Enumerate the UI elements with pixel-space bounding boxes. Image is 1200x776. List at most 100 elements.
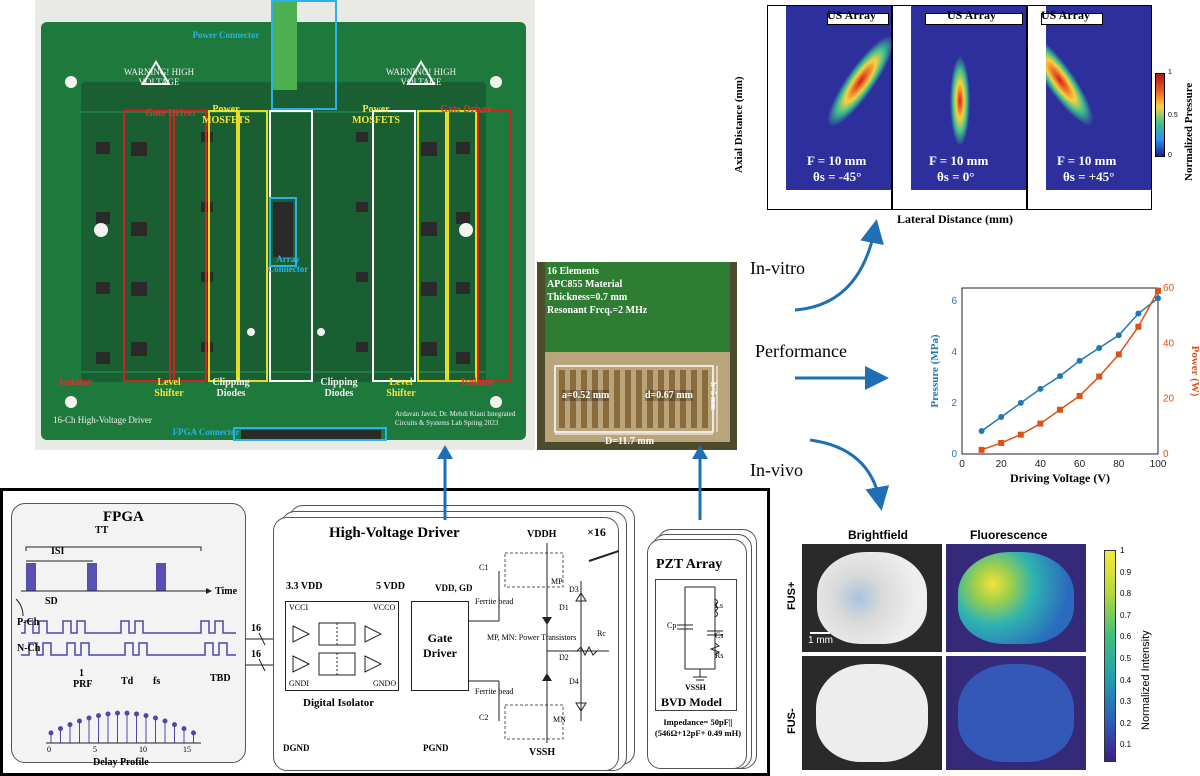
dp-tick-15: 15 [183, 745, 191, 754]
beam-panel-left [720, 0, 939, 226]
power-mosfets-label-right: Power MOSFETS [352, 104, 400, 126]
chart-point-left [998, 413, 1005, 420]
chart-y-left-tick: 2 [951, 398, 957, 409]
chart-y-right-tick: 40 [1163, 338, 1175, 349]
beam-colorbar-label: Normalized Pressure [1183, 82, 1195, 181]
vddh-label: VDDH [527, 529, 557, 540]
chart-x-tick: 100 [1150, 459, 1167, 470]
delay-stem-marker [115, 710, 120, 716]
us-array-bar-center [925, 13, 1023, 25]
rs-label: Rs [715, 651, 724, 660]
chart-point-left [1057, 373, 1063, 380]
delay-stem-marker [96, 713, 101, 719]
steer-label-left: θs = -45° [813, 169, 862, 184]
warning-label-left: WARNING! HIGH VOLTAGE [123, 67, 195, 87]
scale-bar [810, 632, 830, 634]
d3-label: D3 [569, 585, 579, 594]
power-connector-terminal [273, 2, 297, 90]
bus-16-a: 16 [251, 623, 261, 634]
chart-point-right [1037, 420, 1044, 427]
chart-point-left [1135, 310, 1142, 317]
dim-a-label: a=0.52 mm [562, 390, 610, 401]
ferrite-bead-2-label: Ferrite bead [475, 687, 514, 696]
credit-label: Ardavan Javid, Dr. Mehdi Kiani Integrate… [395, 410, 516, 427]
dim-h-label: h=5 mm [709, 382, 718, 411]
ferrite-bead-1-label: Ferrite bead [475, 597, 514, 606]
arrow-invivo [809, 438, 890, 511]
transducer-flex-pcb [545, 262, 730, 352]
delay-stem-marker [181, 726, 187, 732]
chart-point-left [978, 428, 985, 435]
d1-label: D1 [559, 603, 569, 612]
mn-label: MN [553, 715, 566, 724]
chart-series-line-right [981, 290, 1159, 451]
pzt-title: PZT Array [656, 557, 723, 572]
gate-driver-label: Gate Driver [423, 631, 457, 660]
dp-tick-5: 5 [93, 745, 97, 754]
td-label: Td [121, 676, 134, 687]
tbd-label: TBD [210, 673, 231, 684]
chart-point-right [1076, 392, 1083, 399]
delay-stem-marker [162, 718, 168, 724]
warning-icon-left [141, 60, 171, 85]
brightfield-fus-minus [802, 656, 942, 770]
chart-ylabel-left: Pressure (MPa) [929, 334, 941, 408]
chart-point-left [1115, 332, 1122, 339]
chart-x-tick: 40 [1035, 459, 1047, 470]
fus-minus-label: FUS- [786, 708, 798, 734]
delay-stem-marker [143, 713, 149, 719]
chart-point-right [1115, 351, 1122, 358]
chart-xlabel: Driving Voltage (V) [1010, 471, 1110, 485]
d4-label: D4 [569, 677, 579, 686]
c1-label: C1 [479, 563, 489, 572]
power-stage [469, 543, 619, 743]
mp-label: MP [551, 577, 563, 586]
chart-point-left [1155, 295, 1161, 302]
gate-driver-label-right: Gate Driver [440, 104, 492, 115]
digital-isolator-box [285, 601, 399, 691]
chart-series-line-left [981, 297, 1159, 432]
warning-icon-right [406, 60, 436, 85]
fluorescence-fus-plus [946, 544, 1086, 652]
digital-isolator-label: Digital Isolator [303, 697, 375, 709]
isolator-symbols [292, 622, 383, 676]
level-shifter-label-right: Level Shifter [386, 377, 416, 399]
transducer-photo: 16 Elements APC855 Material Thickness=0.… [537, 262, 737, 450]
chart-x-tick: 80 [1113, 459, 1125, 470]
pcb-board: Power Connector WARNING! HIGH VOLTAGE WA… [41, 0, 526, 441]
gndi-label: GNDI [289, 679, 309, 688]
chart-y-right-tick: 60 [1163, 283, 1175, 294]
transducer-thickness-label: Thickness=0.7 mm [547, 292, 628, 303]
scale-bar-label: 1 mm [808, 635, 833, 646]
brain-cb-tick: 0.2 [1120, 718, 1132, 728]
chart-point-right [1057, 406, 1063, 413]
gate-driver-box-left [173, 110, 207, 382]
clipping-diodes-label-right: Clipping Diodes [320, 377, 358, 399]
brain-cb-tick: 0.4 [1120, 675, 1132, 685]
chart-y-right-tick: 0 [1163, 449, 1169, 460]
chart-x-tick: 20 [996, 459, 1008, 470]
pcb-photo: Power Connector WARNING! HIGH VOLTAGE WA… [35, 0, 535, 450]
chart-point-right [1135, 323, 1142, 330]
chart-point-left [1096, 345, 1103, 352]
beam-panel-center [892, 5, 1027, 210]
pcb-components [65, 60, 502, 440]
board-name-label: 16-Ch High-Voltage Driver [53, 415, 152, 425]
chart-y-left-tick: 6 [951, 296, 957, 307]
pzt-array-card [647, 539, 747, 769]
invitro-label: In-vitro [750, 258, 805, 278]
chart-point-left [1037, 385, 1044, 392]
brain-cb-tick: 0.3 [1120, 697, 1132, 707]
power-mosfet-box-left [238, 110, 268, 382]
schematic-frame: FPGA TT ISI Time SD P-Ch N-Ch 1 PRF Td f… [0, 488, 770, 776]
arrow-invitro [794, 219, 884, 312]
transducer-freq-label: Resonant Frcq.=2 MHz [547, 305, 648, 316]
transistors-label: MP, MN: Power Transistors [487, 633, 577, 642]
brightfield-label: Brightfield [848, 528, 908, 542]
brain-cb-tick: 0.1 [1120, 740, 1132, 750]
gate-driver-box [411, 601, 469, 691]
delay-stem-marker [134, 711, 139, 717]
ls-label: Ls [715, 601, 723, 610]
fluorescence-label: Fluorescence [970, 528, 1048, 542]
